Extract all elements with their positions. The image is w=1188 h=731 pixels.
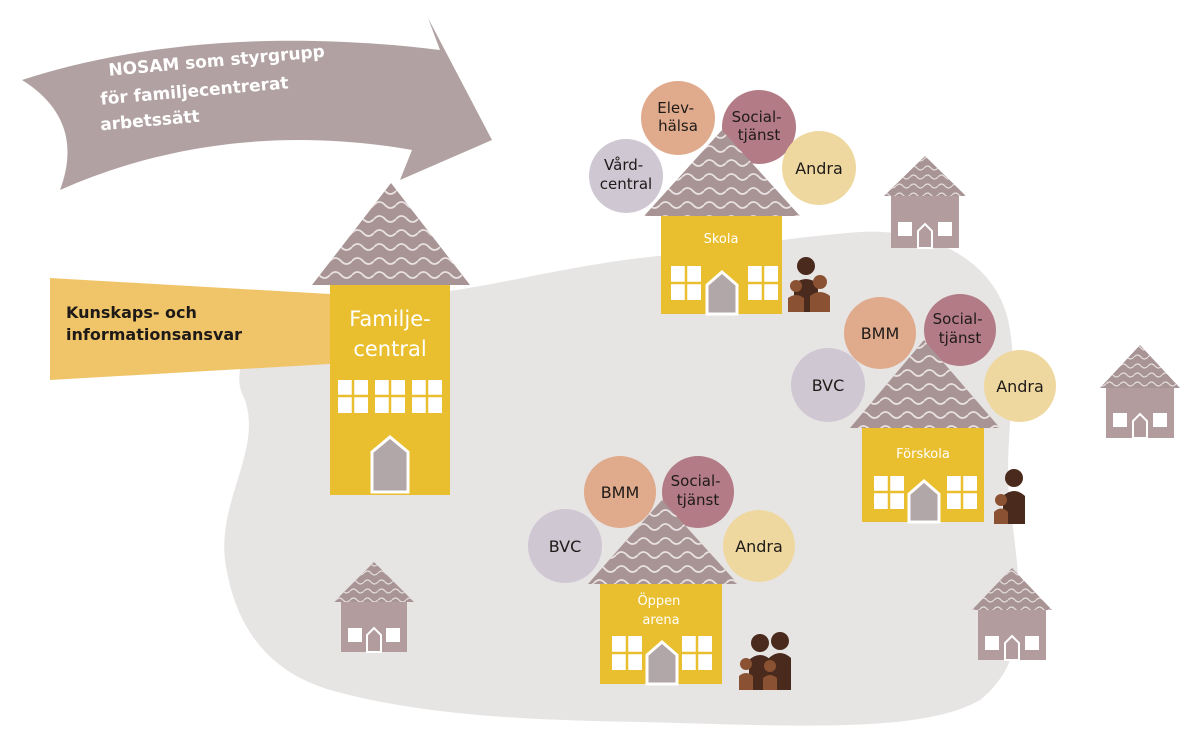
skola-circle-andra bbox=[782, 131, 856, 205]
oppen-circle-bmm bbox=[584, 456, 656, 528]
familjecentral-building: Familje- central bbox=[312, 183, 470, 495]
skola-vard-2: central bbox=[600, 175, 652, 193]
svg-text:Elev- hälsa: Elev- hälsa bbox=[657, 99, 699, 135]
oppen-andra: Andra bbox=[735, 537, 783, 556]
skola-andra: Andra bbox=[795, 159, 843, 178]
small-house-bottom-left bbox=[334, 562, 414, 653]
skola-cluster: Elev- hälsa Social- tjänst Vård- central… bbox=[589, 81, 856, 316]
svg-text:Skola: Skola bbox=[704, 232, 739, 247]
svg-text:Andra: Andra bbox=[996, 377, 1044, 396]
forskola-door bbox=[907, 479, 941, 524]
svg-text:Kunskaps- och: Kunskaps- och bbox=[66, 303, 197, 322]
forskola-cluster: BMM Social- tjänst BVC Andra Förskola bbox=[791, 294, 1056, 524]
small-house-right bbox=[1100, 345, 1180, 439]
svg-text:Familje-: Familje- bbox=[349, 307, 430, 331]
oppen-bvc: BVC bbox=[549, 537, 582, 556]
forskola-label: Förskola bbox=[896, 447, 950, 462]
steering-arrow bbox=[22, 18, 492, 190]
forskola-bvc: BVC bbox=[812, 376, 845, 395]
familjecentral-text-2: central bbox=[353, 337, 426, 361]
svg-text:Vård- central: Vård- central bbox=[600, 156, 652, 193]
oppen-cluster: BMM Social- tjänst BVC Andra Öppen arena bbox=[528, 456, 795, 690]
small-house-top-right bbox=[884, 156, 966, 249]
svg-text:informationsansvar: informationsansvar bbox=[66, 325, 242, 344]
svg-text:Öppen arena: Öppen arena bbox=[637, 592, 684, 628]
forskola-andra: Andra bbox=[996, 377, 1044, 396]
oppen-label-2: arena bbox=[642, 613, 679, 628]
banner-text-2: informationsansvar bbox=[66, 325, 242, 344]
skola-elev-2: hälsa bbox=[658, 117, 698, 135]
skola-circle-vardcentral bbox=[589, 139, 663, 213]
forskola-circle-socialtjanst bbox=[924, 294, 996, 366]
small-house-bottom-right bbox=[972, 568, 1052, 661]
svg-text:Andra: Andra bbox=[735, 537, 783, 556]
knowledge-banner bbox=[50, 278, 330, 380]
svg-text:Andra: Andra bbox=[795, 159, 843, 178]
svg-text:Social- tjänst: Social- tjänst bbox=[732, 108, 787, 144]
forskola-circle-bmm bbox=[844, 297, 916, 369]
forskola-circle-bvc bbox=[791, 348, 865, 422]
skola-people-icon bbox=[788, 257, 830, 312]
skola-vard-1: Vård- bbox=[604, 156, 643, 174]
oppen-circle-socialtjanst bbox=[662, 456, 734, 528]
forskola-social-1: Social- bbox=[933, 310, 983, 328]
forskola-people-icon bbox=[994, 469, 1025, 524]
oppen-circle-andra bbox=[723, 510, 795, 582]
skola-elev-1: Elev- bbox=[657, 99, 694, 117]
forskola-social-2: tjänst bbox=[939, 329, 982, 347]
oppen-circle-bvc bbox=[528, 509, 602, 583]
svg-text:central: central bbox=[353, 337, 426, 361]
oppen-label-1: Öppen bbox=[637, 592, 680, 609]
familjecentral-door bbox=[370, 435, 410, 494]
svg-text:Social- tjänst: Social- tjänst bbox=[671, 472, 726, 509]
oppen-bmm: BMM bbox=[601, 483, 640, 502]
skola-label: Skola bbox=[704, 232, 739, 247]
oppen-people-icon bbox=[739, 632, 791, 690]
svg-text:Förskola: Förskola bbox=[896, 447, 950, 462]
skola-circle-socialtjanst bbox=[722, 90, 796, 164]
skola-door bbox=[705, 270, 739, 316]
oppen-door bbox=[645, 640, 679, 686]
svg-text:BVC: BVC bbox=[549, 537, 582, 556]
svg-text:BMM: BMM bbox=[861, 324, 900, 343]
oppen-social-2: tjänst bbox=[677, 491, 720, 509]
forskola-circle-andra bbox=[984, 350, 1056, 422]
svg-text:BMM: BMM bbox=[601, 483, 640, 502]
skola-social-1: Social- bbox=[732, 108, 782, 126]
forskola-bmm: BMM bbox=[861, 324, 900, 343]
svg-text:Social- tjänst: Social- tjänst bbox=[933, 310, 988, 347]
skola-circle-elevhalsa bbox=[641, 81, 715, 155]
skola-social-2: tjänst bbox=[738, 126, 781, 144]
familjecentral-text-1: Familje- bbox=[349, 307, 430, 331]
oppen-social-1: Social- bbox=[671, 472, 721, 490]
banner-text-1: Kunskaps- och bbox=[66, 303, 197, 322]
svg-text:BVC: BVC bbox=[812, 376, 845, 395]
